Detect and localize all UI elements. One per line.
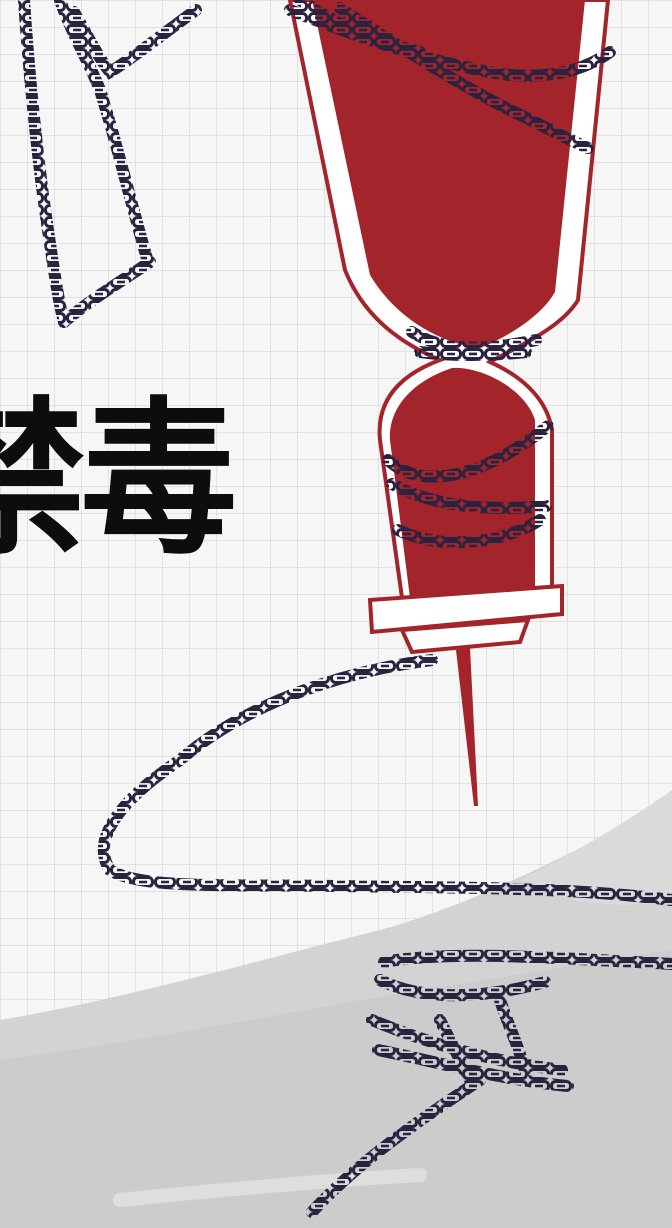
chain-icon [18, 0, 672, 1218]
headline-text: 禁毒 [0, 382, 237, 578]
